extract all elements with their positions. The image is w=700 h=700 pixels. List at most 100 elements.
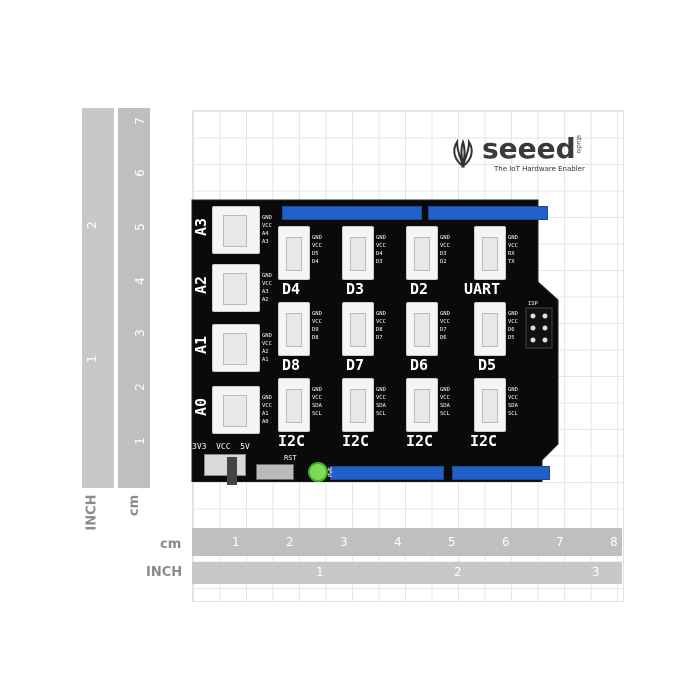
port-label: D6 [410, 356, 429, 374]
vertical-cm-label: cm [127, 494, 143, 517]
grove-connector[interactable] [278, 226, 310, 280]
horizontal-cm-tick: 3 [340, 535, 348, 549]
grove-connector[interactable] [212, 324, 260, 372]
grove-connector[interactable] [342, 226, 374, 280]
port-label: D8 [282, 356, 301, 374]
horizontal-cm-tick: 1 [232, 535, 240, 549]
grove-connector[interactable] [342, 378, 374, 432]
grove-connector[interactable] [212, 264, 260, 312]
vertical-cm-ruler: 7 6 5 4 3 2 1 [118, 108, 150, 488]
grove-connector[interactable] [474, 226, 506, 280]
port-label: I2C [406, 432, 434, 450]
port-label: D2 [410, 280, 429, 298]
grove-connector[interactable] [278, 378, 310, 432]
horizontal-inch-tick: 3 [592, 565, 600, 579]
vertical-cm-tick: 4 [132, 277, 147, 285]
bottom-header-left [330, 466, 444, 480]
switch-knob[interactable] [227, 457, 237, 485]
reset-button[interactable] [256, 464, 294, 480]
horizontal-inch-tick: 1 [316, 565, 324, 579]
grove-connector[interactable] [406, 302, 438, 356]
grove-connector[interactable] [474, 302, 506, 356]
seeed-leaf-icon [453, 138, 473, 168]
grove-connector[interactable] [212, 206, 260, 254]
grove-connector[interactable] [406, 378, 438, 432]
port-label: I2C [470, 432, 498, 450]
horizontal-inch-ruler: 1 2 3 [192, 562, 622, 584]
horizontal-cm-tick: 7 [556, 535, 564, 549]
voltage-switch[interactable] [204, 454, 246, 485]
reset-label: RST [284, 454, 297, 462]
vertical-cm-tick: 6 [132, 169, 147, 177]
port-label: I2C [278, 432, 306, 450]
vertical-cm-tick: 5 [132, 223, 147, 231]
port-label: A0 [192, 397, 211, 417]
horizontal-cm-tick: 4 [394, 535, 402, 549]
power-label: PWR [327, 467, 334, 477]
grove-connector[interactable] [278, 302, 310, 356]
port-label: D3 [346, 280, 365, 298]
horizontal-cm-tick: 8 [610, 535, 618, 549]
top-header-right [428, 206, 548, 220]
vertical-inch-tick: 1 [84, 355, 99, 363]
top-header-left [282, 206, 422, 220]
port-label: D4 [282, 280, 301, 298]
vertical-cm-tick: 7 [132, 117, 147, 125]
seeed-tagline: The IoT Hardware Enabler [494, 165, 585, 173]
grove-connector[interactable] [342, 302, 374, 356]
port-label: A3 [192, 217, 211, 237]
seeed-wordmark: seeed [482, 132, 576, 165]
vertical-inch-tick: 2 [84, 221, 99, 229]
horizontal-inch-tick: 2 [454, 565, 462, 579]
horizontal-cm-tick: 2 [286, 535, 294, 549]
horizontal-cm-tick: 6 [502, 535, 510, 549]
grove-connector[interactable] [474, 378, 506, 432]
port-label: UART [464, 280, 501, 298]
port-label: A2 [192, 275, 211, 295]
vertical-cm-tick: 2 [132, 383, 147, 391]
vertical-cm-tick: 1 [132, 437, 147, 445]
vertical-cm-tick: 3 [132, 329, 147, 337]
isp-label: ISP [528, 301, 538, 307]
power-led [308, 462, 328, 482]
grove-connector[interactable] [406, 226, 438, 280]
seeed-logo: seeed studio The IoT Hardware Enabler [448, 132, 598, 182]
horizontal-cm-tick: 5 [448, 535, 456, 549]
grove-connector[interactable] [212, 386, 260, 434]
port-label: D5 [478, 356, 497, 374]
horizontal-inch-label: INCH [146, 565, 183, 580]
